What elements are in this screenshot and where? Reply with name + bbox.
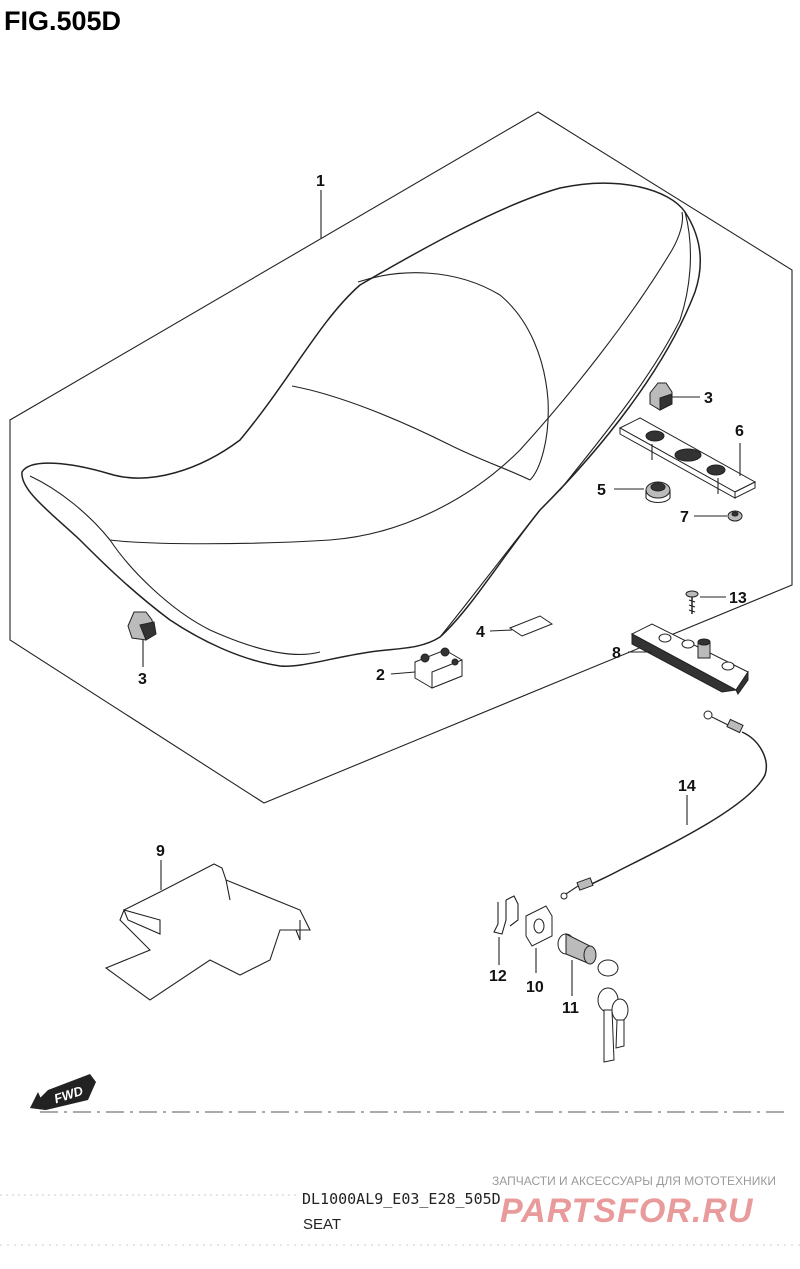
screw bbox=[685, 590, 699, 614]
grommet bbox=[645, 481, 671, 504]
bumper-right bbox=[649, 382, 673, 411]
leader-4 bbox=[489, 629, 513, 632]
forward-direction-arrow: FWD bbox=[30, 1074, 96, 1110]
callout-2: 2 bbox=[376, 667, 385, 684]
callout-14: 14 bbox=[678, 778, 696, 795]
seat-drawing bbox=[21, 182, 701, 668]
callout-5: 5 bbox=[597, 482, 606, 499]
callout-3b: 3 bbox=[704, 390, 713, 407]
storage-tray bbox=[104, 863, 311, 1001]
section-name: SEAT bbox=[303, 1216, 341, 1233]
watermark-tagline: ЗАПЧАСТИ И АКСЕССУАРЫ ДЛЯ МОТОТЕХНИКИ bbox=[492, 1174, 776, 1188]
callout-12: 12 bbox=[489, 968, 507, 985]
callout-3a: 3 bbox=[138, 671, 147, 688]
callout-11: 11 bbox=[562, 1000, 579, 1017]
callout-13: 13 bbox=[729, 590, 747, 607]
connector-block bbox=[414, 647, 463, 689]
lock-cylinder-keys bbox=[557, 933, 629, 1063]
callout-6: 6 bbox=[735, 423, 744, 440]
leader-2 bbox=[390, 671, 416, 675]
seat-cable bbox=[560, 710, 767, 900]
assembly-frame bbox=[9, 111, 793, 804]
bumper-left bbox=[127, 611, 157, 641]
callout-7: 7 bbox=[680, 509, 689, 526]
callout-9: 8 bbox=[612, 645, 621, 662]
seat-lock bbox=[630, 623, 749, 695]
watermark-brand: PARTSFOR.RU bbox=[500, 1192, 754, 1230]
lock-plate bbox=[525, 905, 553, 947]
clip bbox=[493, 895, 519, 935]
figure-title: FIG.505D bbox=[4, 6, 121, 36]
nut bbox=[727, 510, 743, 522]
callout-4: 4 bbox=[476, 624, 485, 641]
callout-1: 1 bbox=[316, 173, 325, 190]
model-code: DL1000AL9_E03_E28_505D bbox=[302, 1190, 501, 1208]
seat-bracket bbox=[618, 417, 757, 499]
callout-10: 10 bbox=[526, 979, 544, 996]
callout-8: 9 bbox=[156, 843, 165, 860]
label-sticker bbox=[508, 615, 554, 637]
